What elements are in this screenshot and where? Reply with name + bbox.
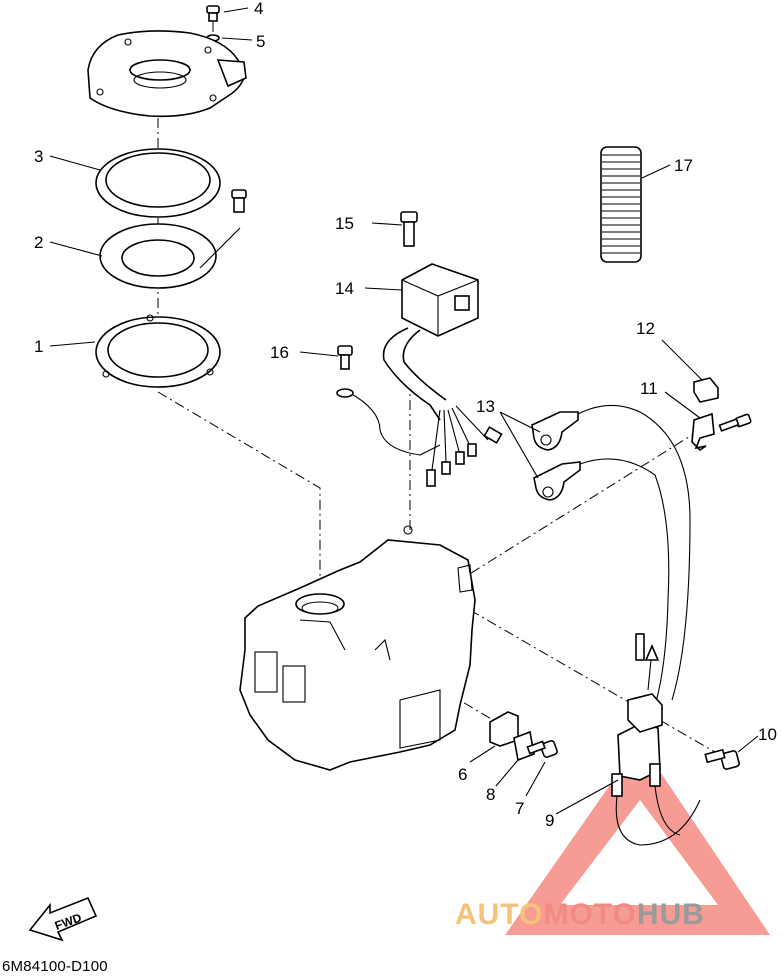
callout-11: 11 bbox=[640, 379, 658, 398]
cdi-unit-part-14 bbox=[349, 263, 503, 487]
callout-9: 9 bbox=[545, 811, 554, 830]
screw-part-4 bbox=[206, 5, 220, 22]
callout-leaders bbox=[49, 7, 759, 815]
watermark-text: AUTOMOTOHUB bbox=[455, 898, 705, 931]
callout-7: 7 bbox=[515, 799, 524, 818]
drawing-code: 6M84100-D100 bbox=[2, 958, 108, 975]
powerhead-block bbox=[239, 525, 476, 771]
screw-part-16 bbox=[336, 345, 354, 398]
watermark-logo bbox=[505, 742, 770, 935]
fwd-arrow: FWD bbox=[28, 896, 98, 942]
spring-part-17 bbox=[600, 146, 642, 263]
gasket-part-1 bbox=[95, 314, 221, 388]
callout-12: 12 bbox=[636, 319, 655, 338]
callout-17: 17 bbox=[674, 156, 693, 175]
ignition-coil-part-9 bbox=[611, 633, 701, 846]
plug-cap-part-13 bbox=[531, 404, 691, 721]
cap-part-12 bbox=[693, 377, 719, 403]
callout-numbers: 1 2 3 4 5 6 7 8 9 10 11 12 13 14 15 16 1… bbox=[34, 0, 777, 830]
svg-text:AUTOMOTOHUB: AUTOMOTOHUB bbox=[455, 898, 705, 931]
clamp-part-11 bbox=[691, 412, 752, 452]
callout-14: 14 bbox=[335, 279, 354, 298]
ring-part-3 bbox=[95, 148, 221, 218]
bolt-part-10 bbox=[704, 748, 740, 770]
callout-1: 1 bbox=[34, 337, 43, 356]
stator-cover bbox=[87, 30, 247, 118]
bolt-part-15 bbox=[400, 211, 418, 247]
watermark-auto: AUTO bbox=[455, 898, 543, 931]
callout-2: 2 bbox=[34, 233, 43, 252]
callout-6: 6 bbox=[458, 765, 467, 784]
watermark-moto: MOTO bbox=[543, 898, 636, 931]
callout-13: 13 bbox=[476, 397, 495, 416]
callout-4: 4 bbox=[254, 0, 263, 18]
callout-5: 5 bbox=[256, 32, 265, 51]
bolt-part-7 bbox=[526, 740, 558, 758]
callout-3: 3 bbox=[34, 147, 43, 166]
watermark-hub: HUB bbox=[637, 898, 705, 931]
callout-15: 15 bbox=[335, 214, 354, 233]
callout-8: 8 bbox=[486, 785, 495, 804]
callout-10: 10 bbox=[758, 725, 777, 744]
pulser-plate-part-2 bbox=[99, 189, 247, 289]
callout-16: 16 bbox=[270, 343, 289, 362]
